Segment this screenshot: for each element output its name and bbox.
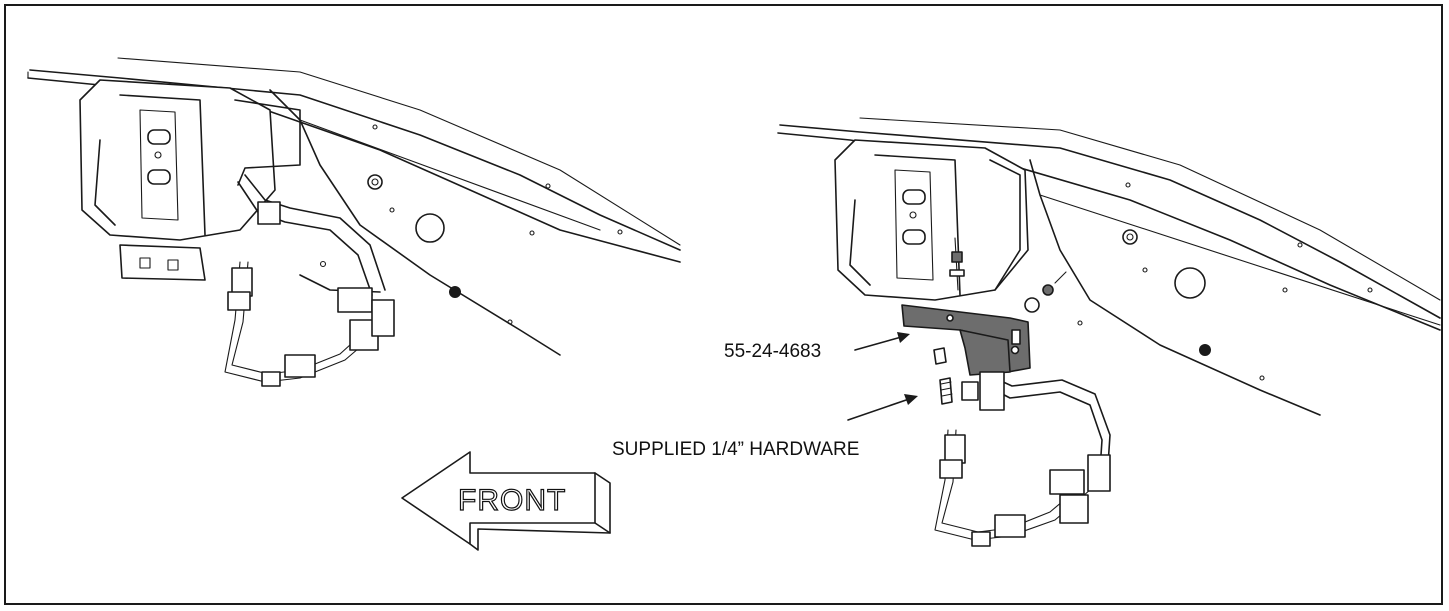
supplied-hardware <box>933 237 1067 405</box>
callout-hardware: SUPPLIED 1/4” HARDWARE <box>612 439 859 460</box>
front-direction-arrow: FRONT <box>401 451 611 551</box>
mount-assembly-left <box>79 79 301 281</box>
front-arrow-label: FRONT <box>458 484 566 517</box>
mount-assembly-right <box>834 139 1029 301</box>
harness-left <box>224 174 395 387</box>
callout-leaders <box>847 332 918 421</box>
left-view-before-install <box>27 57 681 387</box>
callout-part-number: 55-24-4683 <box>724 341 821 362</box>
bracket-part-55-24-4683 <box>901 304 1031 376</box>
right-view-after-install: 55-24-4683 SUPPLIED 1/4” HARDWARE <box>612 117 1441 547</box>
harness-right <box>934 371 1111 547</box>
